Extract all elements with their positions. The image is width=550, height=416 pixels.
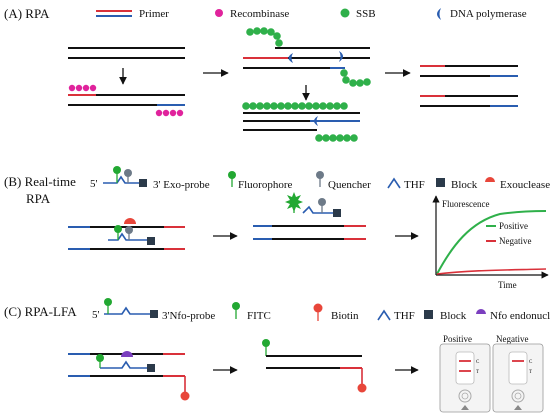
panel-a-products bbox=[420, 65, 518, 107]
lfa-strip-negative: Negative C T bbox=[492, 334, 544, 413]
positive-c-label: C bbox=[476, 360, 480, 365]
quencher-legend-label: Quencher bbox=[328, 179, 371, 191]
thf-legend-label: THF bbox=[404, 179, 425, 191]
nfo-probe-label: 3'Nfo-probe bbox=[162, 310, 215, 322]
ssb-legend-label: SSB bbox=[356, 8, 376, 20]
panel-c-label: (C) RPA-LFA bbox=[4, 304, 77, 319]
panel-b-label-1: (B) Real-time bbox=[4, 174, 76, 189]
recombinase-legend-icon bbox=[215, 9, 223, 17]
panel-a-stage2 bbox=[242, 27, 371, 142]
biotin-legend-icon bbox=[313, 303, 323, 313]
block-icon bbox=[139, 179, 147, 187]
negative-t-label: T bbox=[529, 370, 532, 375]
block-legend-label: Block bbox=[451, 179, 478, 191]
exonuclease-legend-label: Exouclease bbox=[500, 179, 550, 191]
panel-c-probe-bound bbox=[68, 351, 190, 401]
fluorescence-plot: Fluorescence Time Positive Negative bbox=[432, 195, 549, 290]
nfo-legend-label: Nfo endonuclease bbox=[490, 310, 550, 322]
recombinase-legend-label: Recombinase bbox=[230, 8, 289, 20]
positive-legend-label: Positive bbox=[499, 221, 528, 231]
fluorophore-icon bbox=[113, 166, 121, 174]
negative-c-label: C bbox=[529, 360, 533, 365]
nfo-probe-5prime: 5' bbox=[92, 309, 100, 321]
block-legend-label-c: Block bbox=[440, 310, 467, 322]
fluorophore-legend-label: Fluorophore bbox=[238, 179, 293, 191]
strip-positive-label: Positive bbox=[443, 334, 472, 344]
nfo-block-icon bbox=[150, 310, 158, 318]
ssb-legend-icon bbox=[340, 8, 350, 18]
polymerase-legend-icon bbox=[437, 8, 441, 20]
nfo-legend-icon bbox=[476, 309, 486, 314]
quencher-legend-icon bbox=[316, 171, 324, 179]
block-legend-icon bbox=[436, 178, 445, 187]
nfo-probe-legend: 5' 3'Nfo-probe FITC Biotin THF Block Nfo… bbox=[92, 298, 550, 322]
panel-a-label: (A) RPA bbox=[4, 6, 50, 21]
primer-legend-label: Primer bbox=[139, 8, 169, 20]
strip-negative-label: Negative bbox=[496, 334, 528, 344]
fitc-legend-label: FITC bbox=[247, 310, 271, 322]
exo-probe-5prime: 5' bbox=[90, 178, 98, 190]
panel-c: (C) RPA-LFA 5' 3'Nfo-probe FITC Biotin T… bbox=[4, 298, 550, 413]
panel-c-amplicon bbox=[262, 339, 367, 393]
fluorophore-legend-icon bbox=[228, 171, 236, 179]
positive-curve bbox=[436, 210, 547, 275]
quencher-icon bbox=[124, 169, 132, 177]
fluorescence-burst-icon bbox=[285, 192, 303, 212]
panel-b-probe-bound bbox=[68, 218, 185, 250]
thf-legend-icon-c bbox=[377, 309, 391, 321]
polymerase-legend-label: DNA polymerase bbox=[450, 8, 527, 20]
plot-y-label: Fluorescence bbox=[442, 199, 489, 209]
plot-x-label: Time bbox=[498, 280, 517, 290]
panel-a-legend: Primer Recombinase SSB DNA polymerase bbox=[96, 8, 527, 20]
negative-curve bbox=[436, 268, 547, 275]
primer-legend-icon bbox=[96, 10, 132, 17]
panel-b: (B) Real-time RPA 5' 3' Exo-probe Fluoro… bbox=[4, 166, 550, 290]
panel-b-cleaved bbox=[253, 192, 366, 240]
panel-b-label-2: RPA bbox=[26, 191, 51, 206]
exo-probe-legend: 5' 3' Exo-probe Fluorophore Quencher THF… bbox=[90, 166, 550, 191]
exo-probe-label: 3' Exo-probe bbox=[153, 179, 210, 191]
panel-a-stage1 bbox=[68, 47, 185, 117]
positive-t-label: T bbox=[476, 370, 479, 375]
exonuclease-legend-icon bbox=[485, 177, 495, 182]
lfa-strip-positive: Positive C T bbox=[439, 334, 491, 413]
block-legend-icon-c bbox=[424, 310, 433, 319]
panel-a: (A) RPA Primer Recombinase SSB DNA polym… bbox=[4, 6, 527, 142]
thf-legend-label-c: THF bbox=[394, 310, 415, 322]
biotin-legend-label: Biotin bbox=[331, 310, 359, 322]
thf-legend-icon bbox=[387, 177, 401, 189]
negative-legend-label: Negative bbox=[499, 236, 531, 246]
fitc-legend-icon bbox=[232, 302, 240, 310]
fitc-probe-icon bbox=[104, 298, 112, 306]
